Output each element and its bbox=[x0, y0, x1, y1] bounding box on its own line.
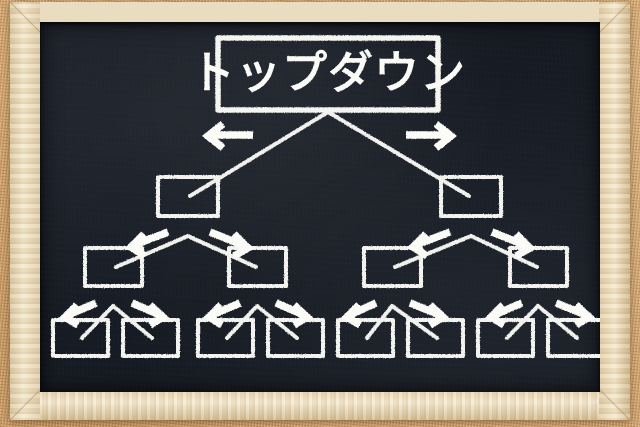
chalkboard-surface: トップダウン bbox=[40, 22, 600, 392]
edge-n2-n6 bbox=[469, 234, 539, 269]
node-title-box bbox=[215, 35, 441, 113]
node-n9 bbox=[196, 318, 255, 358]
node-n4 bbox=[227, 246, 288, 288]
node-n13 bbox=[476, 318, 535, 358]
node-n7 bbox=[51, 318, 110, 358]
node-n1 bbox=[156, 175, 220, 218]
node-n6 bbox=[508, 246, 569, 288]
node-n14 bbox=[546, 318, 600, 358]
arrow-icon-n4-n10 bbox=[274, 299, 314, 329]
tree-diagram: トップダウン bbox=[51, 35, 600, 358]
arrow-icon-n1-n3 bbox=[125, 228, 170, 260]
node-n5 bbox=[362, 246, 423, 288]
edge-n0-n2 bbox=[326, 110, 471, 198]
arrow-icon-n1-n4 bbox=[208, 228, 255, 260]
arrow-icon-n0-n1 bbox=[201, 121, 253, 151]
node-n3 bbox=[83, 246, 144, 288]
arrow-icon-n5-n11 bbox=[340, 299, 378, 329]
arrow-group bbox=[58, 121, 596, 329]
edge-n1-n4 bbox=[186, 234, 258, 269]
edge-n0-n1 bbox=[188, 110, 330, 198]
arrow-icon-n6-n13 bbox=[484, 299, 524, 329]
arrow-icon-n3-n7 bbox=[58, 299, 98, 329]
frame-top-rail bbox=[10, 2, 630, 23]
arrow-icon-n4-n9 bbox=[202, 299, 242, 329]
arrow-icon-n3-n8 bbox=[130, 299, 170, 329]
arrow-icon-n5-n12 bbox=[408, 299, 450, 329]
edge-n2-n5 bbox=[393, 234, 473, 269]
edge-group bbox=[80, 110, 579, 340]
frame-right-stile bbox=[599, 2, 630, 420]
title-text-group: トップダウン bbox=[190, 46, 466, 99]
frame-bottom-rail bbox=[10, 390, 630, 420]
node-group bbox=[51, 35, 600, 358]
page-title: トップダウン bbox=[190, 46, 466, 99]
node-n8 bbox=[121, 318, 180, 358]
arrow-icon-n6-n14 bbox=[554, 299, 596, 329]
frame-left-stile bbox=[10, 2, 40, 420]
arrow-icon-n0-n2 bbox=[406, 121, 458, 151]
node-n2 bbox=[439, 175, 503, 218]
arrow-icon-n2-n5 bbox=[407, 228, 452, 260]
node-n11 bbox=[336, 318, 395, 358]
diagram-strokes bbox=[51, 35, 600, 358]
edge-n1-n3 bbox=[114, 234, 190, 269]
arrow-icon-n2-n6 bbox=[490, 228, 537, 260]
